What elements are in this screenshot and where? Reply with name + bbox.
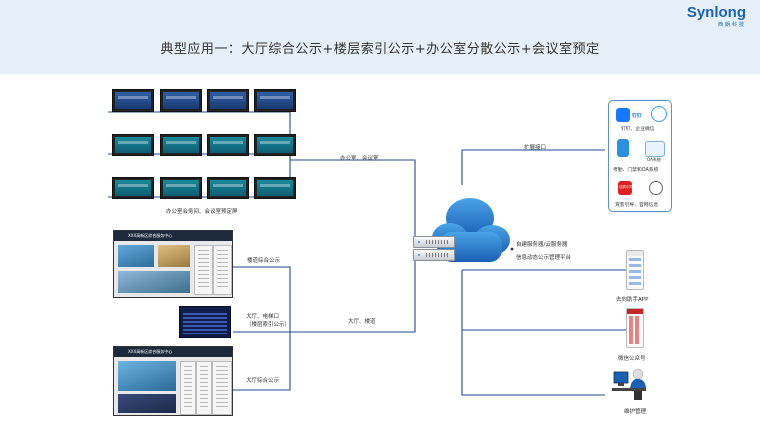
app-label: 去向助手APP xyxy=(616,297,649,303)
door-screen xyxy=(112,134,154,156)
attendance-icon xyxy=(617,139,629,157)
server-label: 自建服务器/云服务器 xyxy=(516,242,568,248)
right-trunk xyxy=(461,270,605,396)
corridor-info-screen: XXX高新区综合服务中心 xyxy=(113,230,233,298)
guide-icon xyxy=(618,181,632,195)
server-unit xyxy=(413,236,455,248)
oa-text: OA系统 xyxy=(647,157,661,162)
door-screen xyxy=(160,177,202,199)
dingtalk-icon xyxy=(616,108,630,122)
maintenance-label: 维护管理 xyxy=(624,409,647,415)
building-info-label: 楼道综合公示 xyxy=(247,258,281,264)
door-screen xyxy=(160,89,202,112)
dingtalk-wechat-label: 钉钉、企业微信 xyxy=(621,127,655,132)
oa-icon xyxy=(645,141,665,157)
logo-subtitle: 西朗科技 xyxy=(717,22,746,28)
wechat-public-label: 微信公众号 xyxy=(618,356,646,362)
server-unit xyxy=(413,249,455,261)
wechat-work-icon xyxy=(651,106,667,122)
floor-index-screen xyxy=(179,306,231,338)
door-screen xyxy=(207,177,249,199)
expand-port-label: 扩展接口 xyxy=(524,145,547,151)
platform-label: 信息动态公示管理平台 xyxy=(516,255,572,261)
wechat-phone xyxy=(626,308,644,348)
hall-info-link xyxy=(233,332,291,391)
page-title: 典型应用一：大厅综合公示+楼层索引公示+办公室分散公示+会议室预定 xyxy=(160,42,600,57)
oa-label: 考勤、门禁和OA系统 xyxy=(613,168,659,173)
door-screen xyxy=(112,89,154,112)
dingtalk-text: 钉钉 xyxy=(632,114,642,119)
office-link xyxy=(290,159,416,236)
cloud-icon xyxy=(432,198,510,262)
door-screen xyxy=(254,134,296,156)
app-phone xyxy=(626,250,644,290)
door-screen xyxy=(254,177,296,199)
header-band xyxy=(0,0,760,74)
integration-panel: 钉钉 钉钉、企业微信 OA系统 考勤、门禁和OA系统 迎宾引导 宾客引导、官网信… xyxy=(608,100,672,212)
door-screen-label: 办公室会务间、会议室预定屏 xyxy=(166,209,238,215)
door-screen xyxy=(160,134,202,156)
expand-link xyxy=(461,149,605,185)
maintenance-icon xyxy=(612,368,646,400)
door-screen xyxy=(207,134,249,156)
door-screen xyxy=(112,177,154,199)
website-icon xyxy=(649,181,663,195)
guide-text: 迎宾引导 xyxy=(619,185,634,189)
screen-title: XXX高新区综合服务中心 xyxy=(128,349,173,354)
brand-logo: Synlong 西朗科技 xyxy=(687,5,746,28)
office-meeting-label: 办公室、会议室 xyxy=(340,156,379,162)
logo-wordmark: Synlong xyxy=(686,4,746,21)
hall-corridor-label: 大厅、楼道 xyxy=(348,319,376,325)
screen-title: XXX高新区综合服务中心 xyxy=(128,233,173,238)
hall-elevator-label: 大厅、电梯口 xyxy=(246,314,280,320)
bullet-dot xyxy=(510,247,514,251)
hall-info-label: 大厅综合公示 xyxy=(246,378,280,384)
guide-label: 宾客引导、官网信息 xyxy=(615,203,659,208)
hall-info-screen: XXX高新区综合服务中心 xyxy=(113,346,233,416)
floor-index-label: （楼层索引公示） xyxy=(246,322,291,328)
door-screen xyxy=(207,89,249,112)
door-screen xyxy=(254,89,296,112)
